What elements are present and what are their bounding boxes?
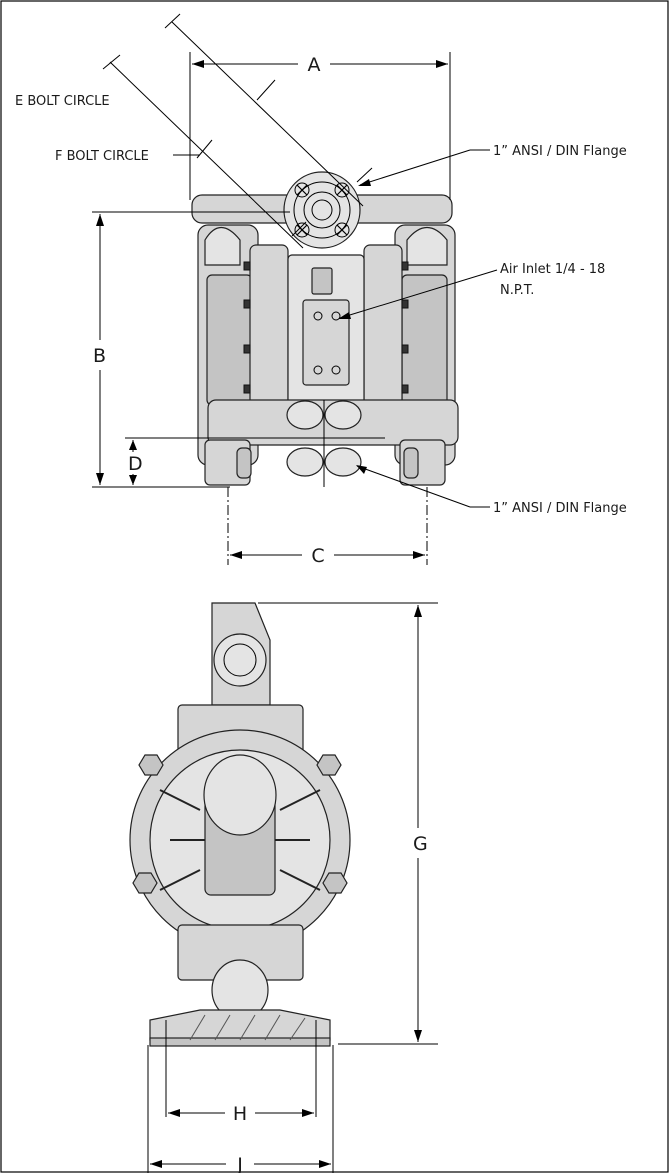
air-inlet-label-line2: N.P.T. [500,283,534,298]
dimension-d-label: D [128,453,143,475]
air-inlet-leader [338,269,498,319]
bottom-flange-label: 1” ANSI / DIN Flange [493,501,627,516]
dimension-h [165,1020,317,1117]
bottom-flange-leader [356,465,490,508]
air-inlet-label-line1: Air Inlet 1/4 - 18 [500,262,605,277]
dimension-d [125,400,385,487]
dimension-a-label: A [308,54,321,76]
top-flange-leader [358,149,490,186]
dimension-g-label: G [413,833,428,855]
dimension-b-label: B [93,345,106,367]
dimension-a [189,52,451,200]
dimension-j [147,1045,334,1173]
dimension-j-label: J [236,1154,243,1173]
dimension-g [258,602,438,1045]
dimension-b [92,211,290,488]
dimension-h-label: H [233,1103,247,1125]
front-view-pump [191,171,459,486]
dimension-c [227,487,428,565]
side-view-pump [129,602,351,1047]
top-flange-label: 1” ANSI / DIN Flange [493,144,627,159]
f-bolt-circle-label: F BOLT CIRCLE [55,149,149,164]
dimension-c-label: C [311,545,324,567]
e-bolt-circle-label: E BOLT CIRCLE [15,94,110,109]
bolt-circle-leaders [102,13,373,249]
